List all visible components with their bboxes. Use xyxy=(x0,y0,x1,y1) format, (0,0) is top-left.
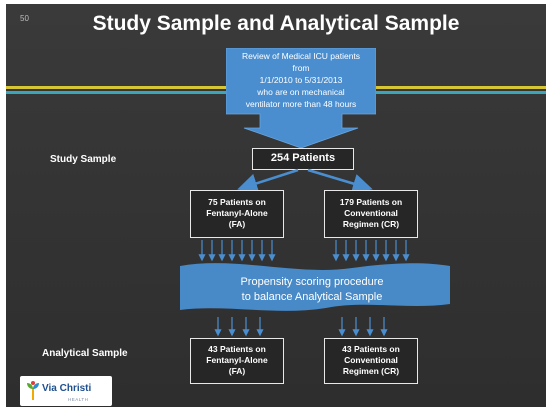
logo-name: Via Christi xyxy=(42,383,92,394)
total-patients-box: 254 Patients xyxy=(252,148,354,170)
cr-analytical-box: 43 Patients on Conventional Regimen (CR) xyxy=(324,338,418,384)
callout-line-5: ventilator more than 48 hours xyxy=(245,99,357,109)
cr-line-3: Regimen (CR) xyxy=(342,219,400,229)
callout-line-4: who are on mechanical xyxy=(257,87,345,97)
slide: 50 Study Sample and Analytical Sample Re… xyxy=(6,4,546,407)
cr-analytical-line-2: Conventional xyxy=(344,355,398,365)
review-callout-text: Review of Medical ICU patients from 1/1/… xyxy=(230,50,372,110)
fa-analytical-line-1: 43 Patients on xyxy=(208,344,266,354)
slide-title: Study Sample and Analytical Sample xyxy=(92,12,460,35)
propensity-band-text: Propensity scoring procedure to balance … xyxy=(192,275,432,305)
callout-line-2: from xyxy=(292,63,310,73)
cr-group-box: 179 Patients on Conventional Regimen (CR… xyxy=(324,190,418,238)
propensity-line-2: to balance Analytical Sample xyxy=(241,291,383,303)
total-patients-text: 254 Patients xyxy=(270,152,336,164)
split-arrows xyxy=(180,168,450,337)
callout-line-1: Review of Medical ICU patients xyxy=(241,51,361,61)
fa-analytical-line-2: Fentanyl-Alone xyxy=(206,355,268,365)
analytical-sample-label: Analytical Sample xyxy=(42,348,128,359)
cr-line-2: Conventional xyxy=(344,208,398,218)
callout-line-3: 1/1/2010 to 5/31/2013 xyxy=(259,75,343,85)
cr-line-1: 179 Patients on xyxy=(339,197,403,207)
logo-subtext: HEALTH xyxy=(68,397,89,402)
via-christi-logo xyxy=(20,376,112,406)
fa-line-2: Fentanyl-Alone xyxy=(206,208,268,218)
propensity-line-1: Propensity scoring procedure xyxy=(240,276,384,288)
via-christi-logo-icon xyxy=(27,381,39,400)
fa-analytical-line-3: (FA) xyxy=(228,366,246,376)
fa-line-1: 75 Patients on xyxy=(208,197,266,207)
fa-analytical-box: 43 Patients on Fentanyl-Alone (FA) xyxy=(190,338,284,384)
review-callout-arrow xyxy=(226,48,376,148)
cr-analytical-line-3: Regimen (CR) xyxy=(342,366,400,376)
slide-number: 50 xyxy=(20,14,29,23)
fa-line-3: (FA) xyxy=(228,219,246,229)
cr-analytical-line-1: 43 Patients on xyxy=(342,344,400,354)
study-sample-label: Study Sample xyxy=(50,154,117,165)
fa-group-box: 75 Patients on Fentanyl-Alone (FA) xyxy=(190,190,284,238)
